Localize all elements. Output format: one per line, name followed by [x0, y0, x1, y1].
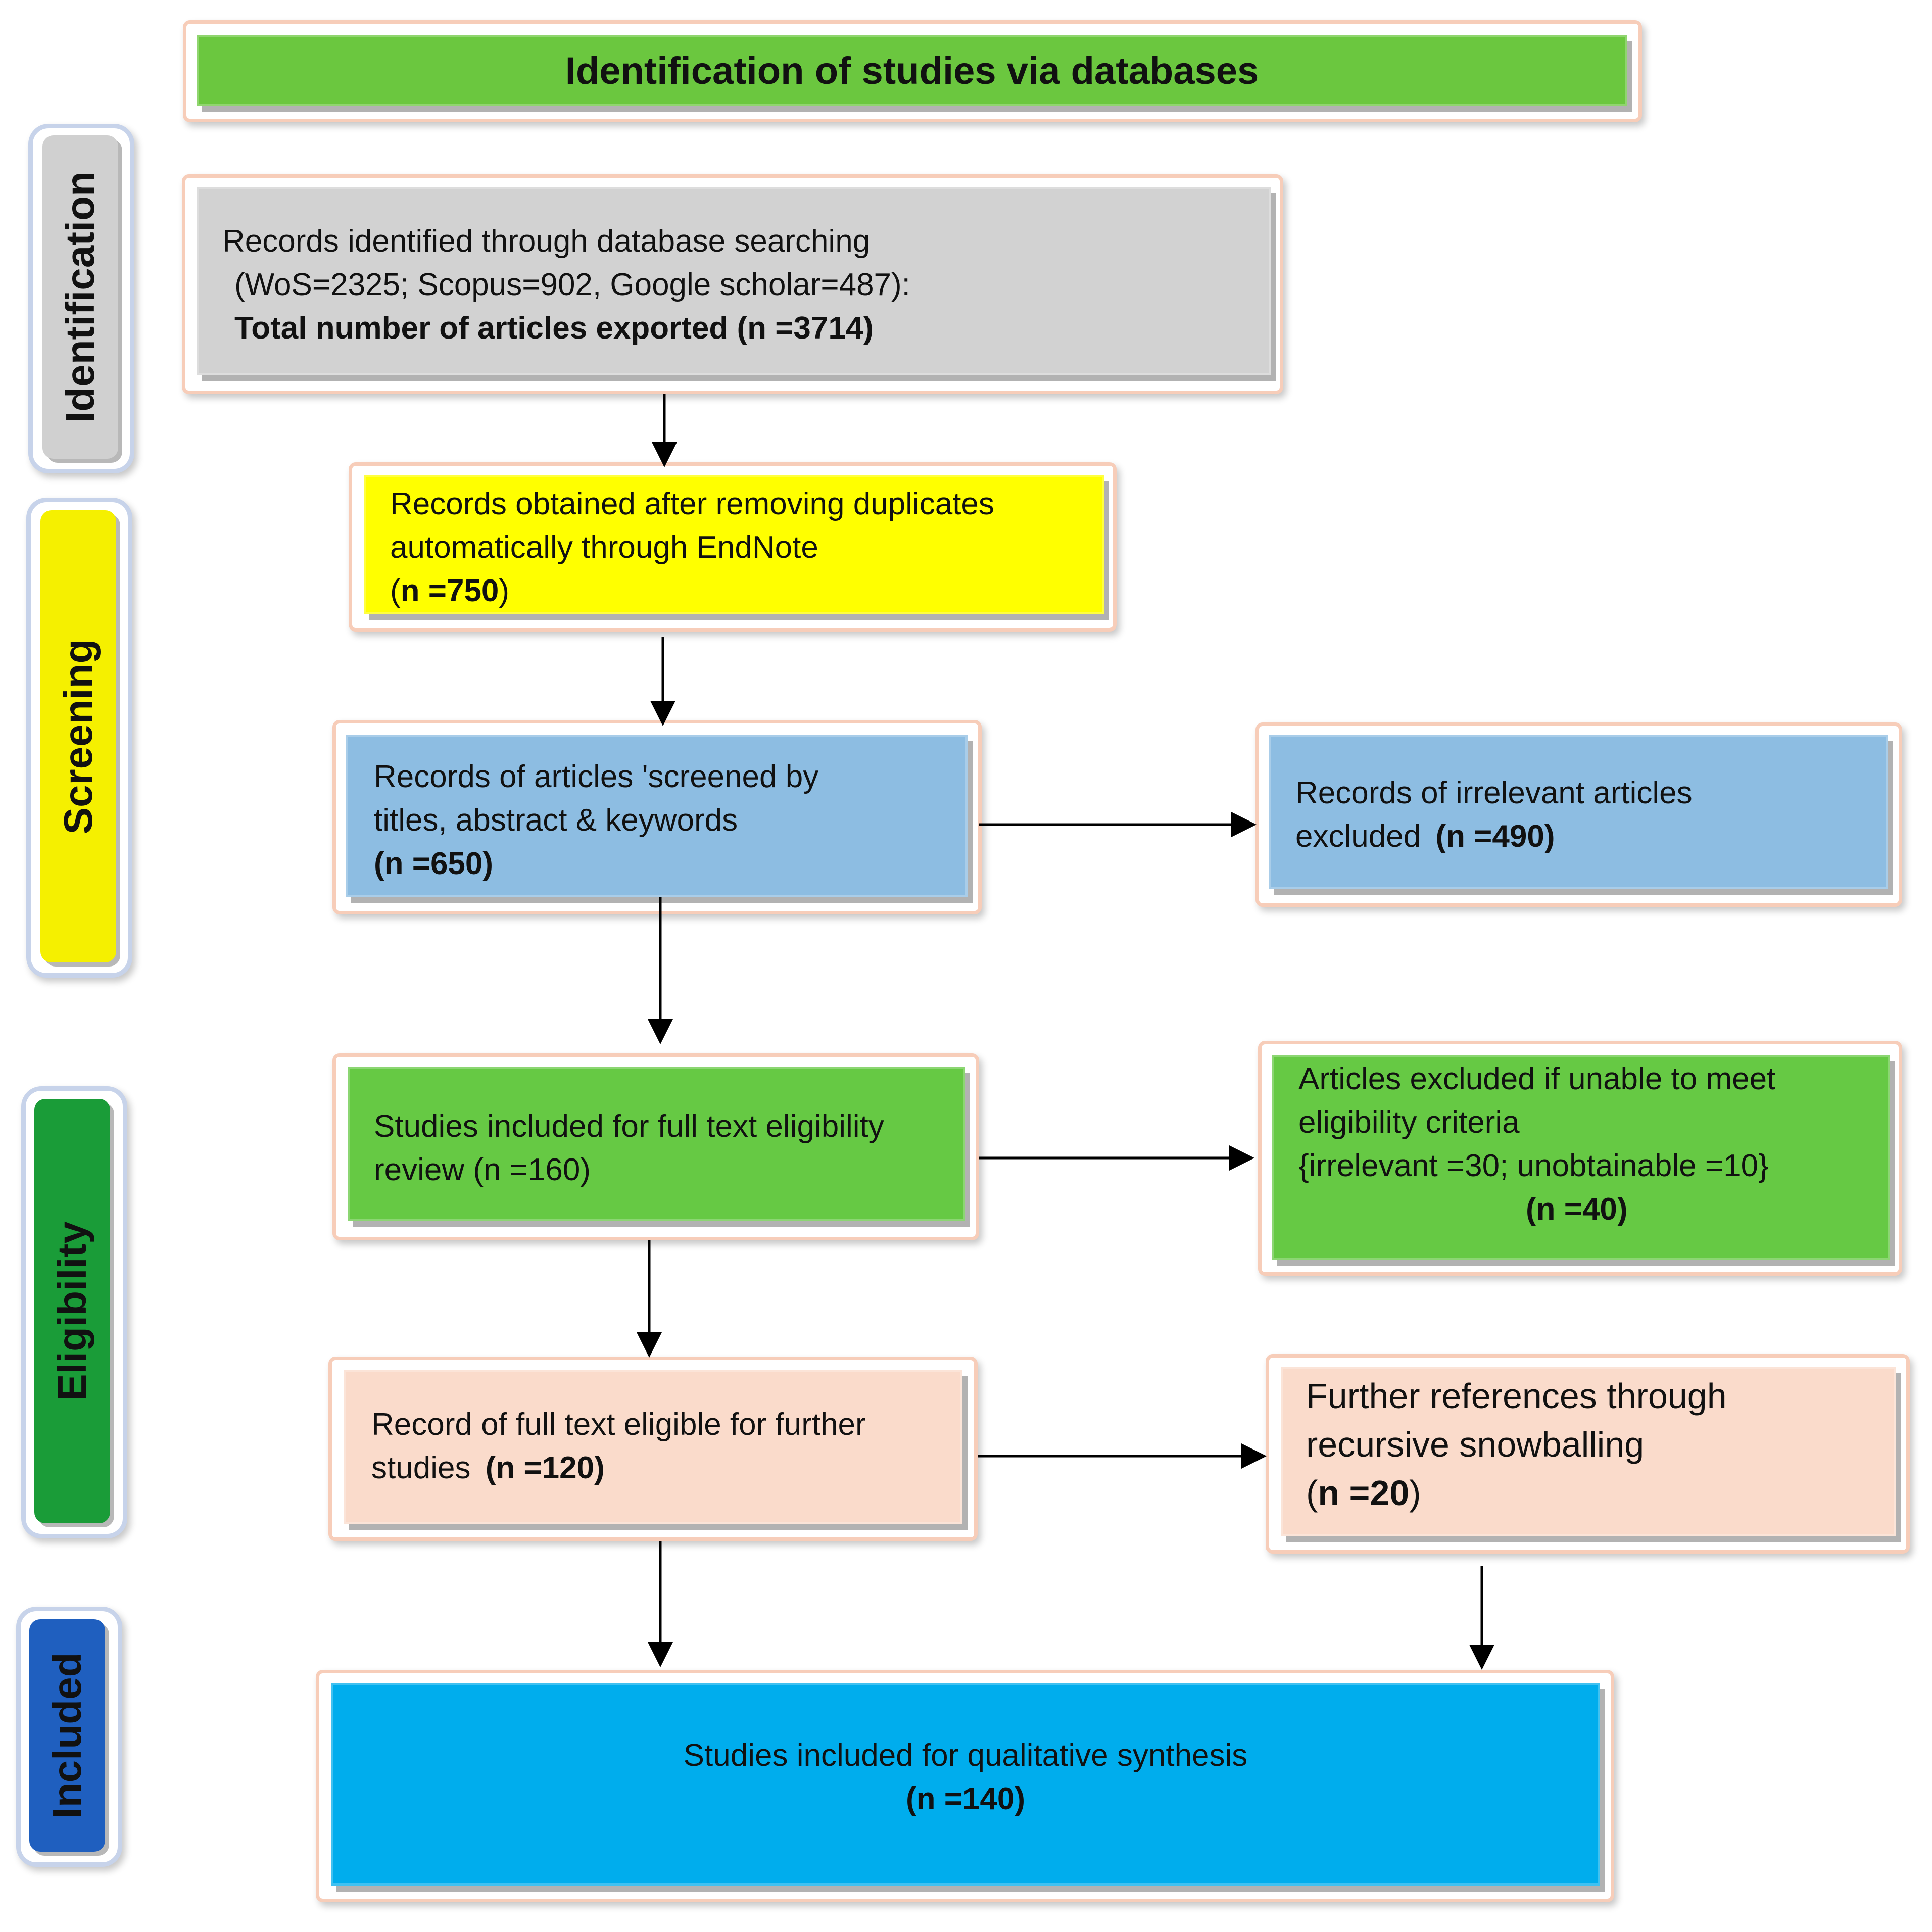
stage-included: Included [29, 1619, 105, 1852]
snowball-line2: recursive snowballing [1306, 1425, 1645, 1464]
excluded-line1: Articles excluded if unable to meet [1298, 1061, 1776, 1096]
header-title: Identification of studies via databases [565, 49, 1259, 92]
excluded-line3: {irrelevant =30; unobtainable =10} [1298, 1148, 1769, 1183]
fulltext-line1: Studies included for full text eligibili… [374, 1109, 884, 1144]
screened-box: Records of articles 'screened by titles,… [346, 735, 968, 897]
identified-box: Records identified through database sear… [197, 187, 1271, 375]
excluded-text: Articles excluded if unable to meet elig… [1298, 1057, 1775, 1231]
deduplicated-open: ( [390, 573, 401, 608]
snowball-count: n =20 [1318, 1473, 1410, 1513]
screened-line2: titles, abstract & keywords [374, 803, 738, 838]
identified-line1: Records identified through database sear… [222, 224, 871, 259]
excluded-box: Articles excluded if unable to meet elig… [1272, 1055, 1890, 1260]
fulltext-text: Studies included for full text eligibili… [374, 1105, 884, 1192]
irrelevant-line1: Records of irrelevant articles [1295, 776, 1693, 810]
stage-identification: Identification [42, 135, 118, 459]
identified-line3: Total number of articles exported (n =37… [234, 311, 874, 346]
screened-text: Records of articles 'screened by titles,… [374, 755, 818, 886]
header-banner: Identification of studies via databases [197, 35, 1627, 106]
irrelevant-box: Records of irrelevant articles excluded … [1269, 735, 1888, 889]
fulltext-line2: review (n =160) [374, 1152, 591, 1187]
irrelevant-text: Records of irrelevant articles excluded … [1295, 771, 1693, 858]
eligible-count: (n =120) [485, 1451, 605, 1485]
irrelevant-line2: excluded [1295, 819, 1421, 854]
included-line2: (n =140) [905, 1781, 1026, 1816]
deduplicated-count: n =750 [400, 573, 499, 608]
deduplicated-line1: Records obtained after removing duplicat… [390, 487, 994, 521]
irrelevant-count: (n =490) [1435, 819, 1555, 854]
included-text: Studies included for qualitative synthes… [331, 1734, 1600, 1821]
eligible-line2: studies [371, 1451, 471, 1485]
identified-text: Records identified through database sear… [222, 220, 910, 350]
snowball-close: ) [1409, 1473, 1421, 1513]
snowball-text: Further references through recursive sno… [1306, 1372, 1727, 1517]
screened-line1: Records of articles 'screened by [374, 759, 819, 794]
stage-screening: Screening [40, 510, 116, 962]
eligible-text: Record of full text eligible for further… [371, 1403, 866, 1490]
deduplicated-line2: automatically through EndNote [390, 530, 818, 565]
excluded-line2: eligibility criteria [1298, 1105, 1520, 1140]
eligible-box: Record of full text eligible for further… [344, 1370, 962, 1524]
irrelevant-line2-wrap: excluded (n =490) [1295, 815, 1693, 858]
deduplicated-line3: (n =750) [390, 569, 994, 613]
stage-eligibility: Eligibility [34, 1099, 110, 1523]
snowball-open: ( [1306, 1473, 1318, 1513]
identified-line2: (WoS=2325; Scopus=902, Google scholar=48… [234, 267, 910, 302]
snowball-box: Further references through recursive sno… [1281, 1367, 1896, 1536]
fulltext-box: Studies included for full text eligibili… [348, 1067, 965, 1221]
snowball-line1: Further references through [1306, 1376, 1727, 1416]
included-box: Studies included for qualitative synthes… [331, 1683, 1600, 1886]
deduplicated-text: Records obtained after removing duplicat… [390, 482, 994, 613]
eligible-line2-wrap: studies (n =120) [371, 1446, 866, 1490]
deduplicated-close: ) [499, 573, 510, 608]
deduplicated-box: Records obtained after removing duplicat… [364, 475, 1104, 614]
included-line1: Studies included for qualitative synthes… [683, 1738, 1248, 1773]
snowball-line3: (n =20) [1306, 1469, 1727, 1517]
eligible-line1: Record of full text eligible for further [371, 1407, 866, 1442]
screened-line3: (n =650) [374, 846, 494, 881]
excluded-line4: (n =40) [1526, 1192, 1628, 1227]
